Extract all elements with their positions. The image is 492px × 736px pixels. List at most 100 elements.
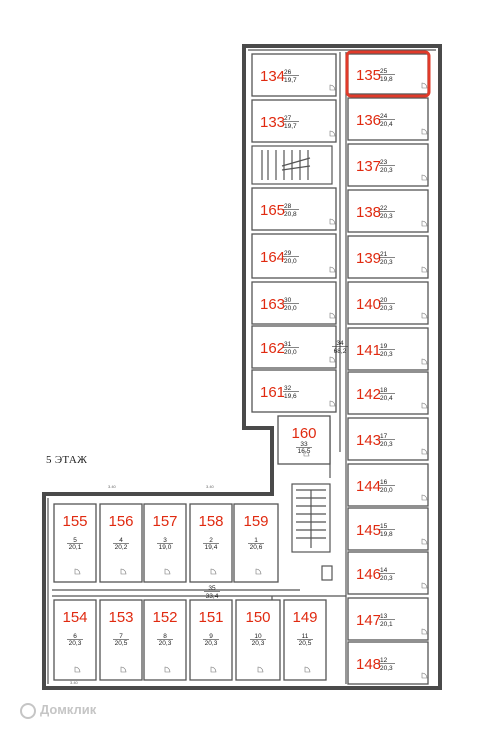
room-outline xyxy=(251,53,337,97)
staircase-bottom xyxy=(291,483,333,581)
corridor-area: 68,2 xyxy=(334,348,347,355)
room-index: 26 xyxy=(284,69,292,76)
room-area: 19,8 xyxy=(380,76,393,83)
door-swing xyxy=(329,312,336,319)
highlighted-room-frame xyxy=(345,50,431,98)
room-area: 20,1 xyxy=(380,621,393,628)
svg-text:3.40: 3.40 xyxy=(206,484,215,489)
room-number: 161 xyxy=(260,384,285,401)
room-outline xyxy=(347,641,429,685)
room-number: 158 xyxy=(198,513,223,530)
room-index: 21 xyxy=(380,251,388,258)
door-swing xyxy=(164,666,171,673)
room-area: 20,3 xyxy=(380,259,393,266)
room-area: 20,3 xyxy=(380,167,393,174)
room-outline xyxy=(251,233,337,279)
room-number: 149 xyxy=(292,609,317,626)
room-number: 152 xyxy=(152,609,177,626)
room-number: 147 xyxy=(356,612,381,629)
room-outline xyxy=(347,327,429,371)
room-number: 148 xyxy=(356,656,381,673)
door-swing xyxy=(210,666,217,673)
room-index: 9 xyxy=(209,633,213,640)
room-area: 19,6 xyxy=(284,393,297,400)
room-index: 16 xyxy=(380,479,388,486)
door-swing xyxy=(304,666,311,673)
door-swing xyxy=(421,220,428,227)
room-area: 19,7 xyxy=(284,77,297,84)
room-index: 31 xyxy=(284,341,292,348)
room-outline xyxy=(235,599,281,681)
room-outline xyxy=(347,281,429,325)
room-number: 137 xyxy=(356,158,381,175)
room-index: 22 xyxy=(380,205,388,212)
room-outline xyxy=(143,599,187,681)
domclick-logo-icon xyxy=(20,702,36,719)
room-area: 20,4 xyxy=(380,395,393,402)
room-outline xyxy=(283,599,327,681)
room-area: 20,0 xyxy=(284,258,297,265)
room-outline xyxy=(347,189,429,233)
room-index: 8 xyxy=(163,633,167,640)
room-index: 6 xyxy=(73,633,77,640)
door-swing xyxy=(329,84,336,91)
room-outline xyxy=(251,281,337,325)
door-swing xyxy=(329,130,336,137)
corridor-index: 34 xyxy=(336,340,344,347)
door-swing xyxy=(210,568,217,575)
room-outline xyxy=(347,143,429,187)
room-number: 142 xyxy=(356,386,381,403)
svg-text:3.40: 3.40 xyxy=(70,680,79,685)
room-index: 23 xyxy=(380,159,388,166)
door-swing xyxy=(421,448,428,455)
room-index: 12 xyxy=(380,657,388,664)
room-index: 29 xyxy=(284,250,292,257)
room-number: 162 xyxy=(260,340,285,357)
door-swing xyxy=(421,82,428,89)
room-index: 14 xyxy=(380,567,388,574)
room-outline xyxy=(347,417,429,461)
corridor-area: 33,4 xyxy=(206,593,219,600)
door-swing xyxy=(421,266,428,273)
room-outline xyxy=(251,187,337,231)
room-index: 25 xyxy=(380,68,388,75)
room-number: 163 xyxy=(260,296,285,313)
room-area: 19,0 xyxy=(159,544,172,551)
door-swing xyxy=(120,568,127,575)
room-number: 159 xyxy=(243,513,268,530)
room-index: 5 xyxy=(73,537,77,544)
outer-walls xyxy=(42,44,442,690)
room-index: 18 xyxy=(380,387,388,394)
room-area: 19,8 xyxy=(380,531,393,538)
corridor-index: 35 xyxy=(208,585,216,592)
door-swing xyxy=(421,312,428,319)
door-swing xyxy=(120,666,127,673)
room-number: 160 xyxy=(291,425,316,442)
door-swing xyxy=(74,666,81,673)
room-index: 30 xyxy=(284,297,292,304)
room-area: 20,6 xyxy=(250,544,263,551)
room-outline xyxy=(347,371,429,415)
room-number: 140 xyxy=(356,296,381,313)
room-area: 20,3 xyxy=(380,575,393,582)
door-swing xyxy=(329,356,336,363)
